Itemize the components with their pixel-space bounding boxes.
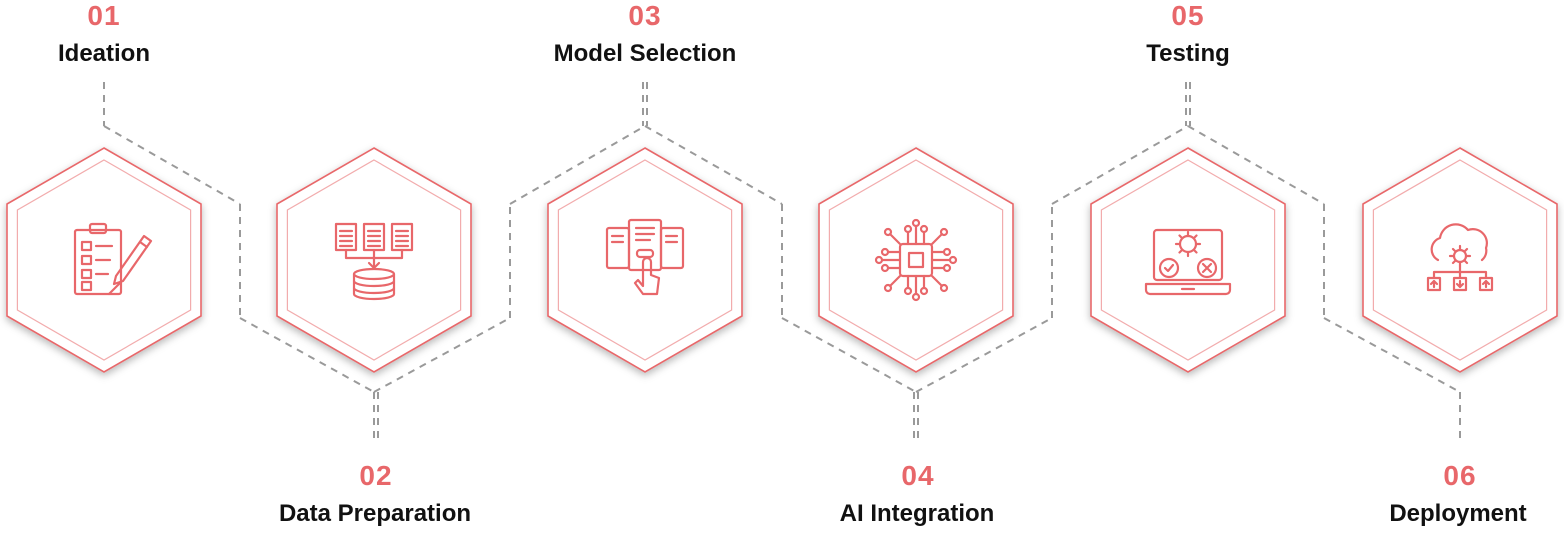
data-files-database-icon <box>334 222 414 301</box>
step-number-05: 05 <box>1171 0 1205 31</box>
step-number-06: 06 <box>1443 460 1477 491</box>
step-label-deployment: Deployment <box>1389 500 1527 527</box>
hexagon-outer-04 <box>818 147 1014 373</box>
step-label-data-preparation: Data Preparation <box>278 500 472 527</box>
hexagon-outer-03 <box>547 147 743 373</box>
step-label-ideation: Ideation <box>57 40 150 67</box>
hexagon-group <box>6 147 1558 373</box>
laptop-gear-check-cross-icon <box>1144 228 1232 296</box>
icons <box>73 218 1494 302</box>
connector-03-diag-right <box>644 125 783 205</box>
ai-chip-circuit-icon <box>874 218 958 302</box>
connector-01-diag <box>103 125 241 205</box>
step-label-testing: Testing <box>1146 40 1230 67</box>
step-number-04: 04 <box>901 460 935 491</box>
hexagon-inner-01 <box>16 159 192 361</box>
step-number-01: 01 <box>87 0 121 31</box>
clipboard-checklist-pen-icon <box>73 222 153 296</box>
step-label-model-selection: Model Selection <box>553 40 737 67</box>
hexagon-inner-06 <box>1372 159 1548 361</box>
hexagon-inner-04 <box>828 159 1004 361</box>
step-label-ai-integration: AI Integration <box>839 500 995 527</box>
hexagon-inner-02 <box>286 159 462 361</box>
hexagon-inner-03 <box>557 159 733 361</box>
step-number-02: 02 <box>359 460 393 491</box>
connector-05-diag-left <box>1051 125 1189 205</box>
hexagon-outer-05 <box>1090 147 1286 373</box>
hexagon-inner-05 <box>1100 159 1276 361</box>
hexagon-outer-06 <box>1362 147 1558 373</box>
model-cards-select-hand-icon <box>605 218 685 296</box>
step-number-03: 03 <box>628 0 662 31</box>
connector-05-diag-right <box>1187 125 1325 205</box>
connector-lines <box>103 82 1461 440</box>
cloud-gear-deploy-icon <box>1426 223 1494 292</box>
